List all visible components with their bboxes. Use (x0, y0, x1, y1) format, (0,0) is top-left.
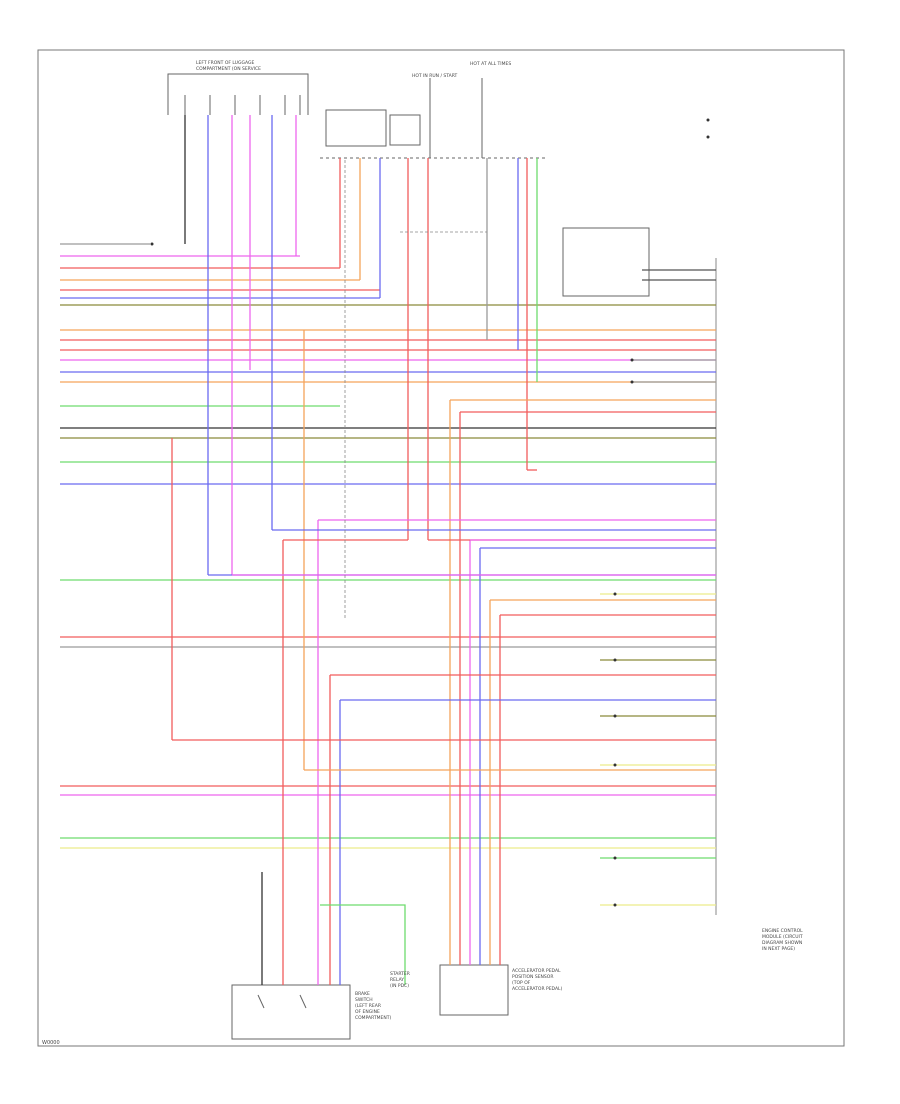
brake-switch-label-5: COMPARTMENT) (355, 1015, 391, 1021)
horizontal-wires (60, 243, 716, 849)
top-connector-label-2: COMPARTMENT (ON SERVICE (196, 66, 261, 72)
diagram-border (37, 49, 845, 1047)
accelerator-pedal-connector (439, 964, 509, 1016)
accel-label-1: ACCELERATOR PEDAL (512, 968, 561, 974)
fuse-label-run-start: HOT IN RUN / START (412, 73, 458, 79)
module-label-1: ENGINE CONTROL (762, 928, 803, 934)
module-label-2: MODULE (CIRCUIT (762, 934, 803, 940)
top-connector-block (167, 73, 309, 115)
accel-label-2: POSITION SENSOR (512, 974, 553, 980)
relay-box (562, 227, 650, 297)
accel-label-3: (TOP OF (512, 980, 531, 986)
starter-relay-label-3: (IN PDC) (390, 983, 409, 989)
brake-switch-contacts (257, 994, 307, 1009)
starter-relay-label-1: STARTER (390, 971, 410, 977)
top-connector-label-1: LEFT FRONT OF LUGGAGE (196, 60, 254, 66)
brake-switch-label-3: (LEFT REAR (355, 1003, 381, 1009)
footer-id: W0000 (42, 1040, 60, 1046)
brake-switch-box (231, 984, 351, 1040)
starter-relay-label-2: RELAY (390, 977, 404, 983)
connector-dots (150, 118, 710, 907)
module-label-4: IN NEXT PAGE) (762, 946, 795, 952)
fuse-block (320, 78, 548, 159)
brake-switch-label-2: SWITCH (355, 997, 373, 1003)
module-feed-wires (172, 269, 716, 985)
vertical-wires (171, 115, 538, 985)
fuse-label-all-times: HOT AT ALL TIMES (470, 61, 511, 67)
brake-switch-label-1: BRAKE (355, 991, 370, 997)
module-label-3: DIAGRAM SHOWN (762, 940, 802, 946)
misc-dashed (344, 160, 487, 620)
brake-switch-label-4: OF ENGINE (355, 1009, 380, 1015)
accel-label-4: ACCELERATOR PEDAL) (512, 986, 563, 992)
